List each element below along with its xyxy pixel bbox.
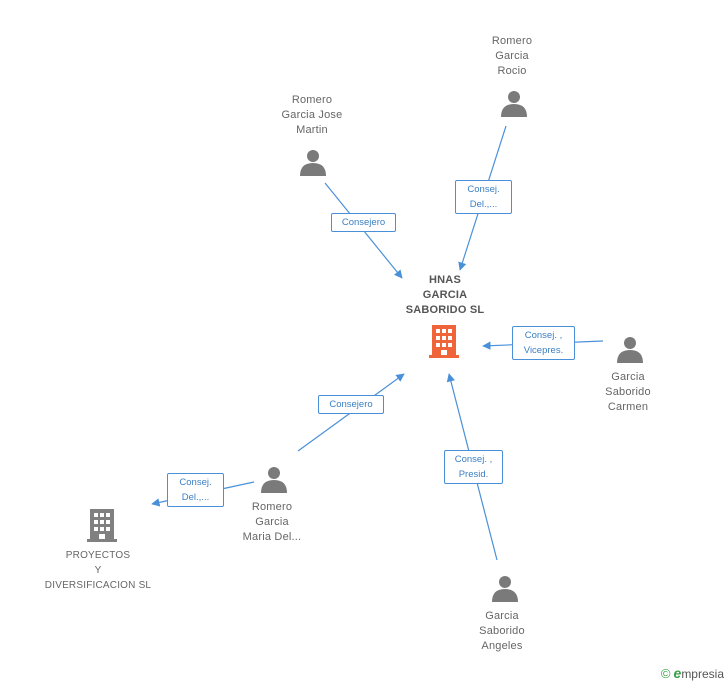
building-icon-center[interactable] — [429, 325, 459, 358]
company-name-line: PROYECTOS — [65, 550, 131, 561]
center-company-name-line: HNAS — [429, 274, 461, 286]
person-name-line: Angeles — [481, 640, 523, 652]
person-name-line: Rocio — [497, 65, 527, 77]
edge-label-maria-proyectos[interactable]: Consej. Del.,... — [167, 473, 224, 507]
person-name-line: Carmen — [607, 401, 649, 413]
edge-label-carmen[interactable]: Consej. , Vicepres. — [512, 326, 575, 360]
edge-label-line: Consej. , — [524, 330, 563, 341]
person-icon-carmen[interactable] — [617, 337, 643, 363]
person-icon-angeles[interactable] — [492, 576, 518, 602]
edge-label-maria-center[interactable]: Consejero — [318, 395, 384, 414]
person-name-line: Romero — [291, 94, 333, 106]
company-label-proyectos[interactable]: PROYECTOS Y DIVERSIFICACION SL — [28, 548, 168, 593]
edge-label-line: Consej. , — [454, 454, 493, 465]
brand-logo-text: mpresia — [681, 667, 724, 681]
person-name-line: Garcia Jose — [281, 109, 343, 121]
company-name-line: DIVERSIFICACION SL — [44, 580, 152, 591]
person-label-jose-martin[interactable]: Romero Garcia Jose Martin — [262, 93, 362, 138]
person-icon-rocio[interactable] — [501, 91, 527, 117]
edge-label-line: Consej. — [467, 184, 500, 195]
person-name-line: Saborido — [605, 386, 651, 398]
copyright-icon: © — [660, 666, 671, 681]
center-company-name-line: GARCIA — [422, 289, 468, 301]
edge-label-line: Vicepres. — [523, 345, 564, 356]
person-icon-jose-martin[interactable] — [300, 150, 326, 176]
person-label-angeles[interactable]: Garcia Saborido Angeles — [459, 609, 545, 654]
center-company-name-line: SABORIDO SL — [405, 304, 485, 316]
person-name-line: Garcia — [495, 50, 529, 62]
edge-label-line: Presid. — [458, 469, 489, 480]
person-name-line: Saborido — [479, 625, 525, 637]
person-icon-maria[interactable] — [261, 467, 287, 493]
edge-label-line: Del.,... — [469, 199, 498, 210]
person-name-line: Maria Del... — [242, 531, 302, 543]
edge-label-angeles[interactable]: Consej. , Presid. — [444, 450, 503, 484]
edge-label-line: Consejero — [341, 217, 386, 228]
edge-label-rocio[interactable]: Consej. Del.,... — [455, 180, 512, 214]
person-name-line: Garcia — [611, 371, 645, 383]
center-company-name[interactable]: HNAS GARCIA SABORIDO SL — [390, 273, 500, 318]
person-label-carmen[interactable]: Garcia Saborido Carmen — [585, 370, 671, 415]
person-label-maria[interactable]: Romero Garcia Maria Del... — [224, 500, 320, 545]
brand-watermark[interactable]: ©empresia — [661, 665, 724, 681]
brand-logo-initial: e — [673, 665, 682, 681]
person-label-rocio[interactable]: Romero Garcia Rocio — [469, 34, 555, 79]
building-icon-proyectos[interactable] — [87, 509, 117, 542]
edge-label-line: Consej. — [179, 477, 212, 488]
edge-label-line: Del.,... — [181, 492, 210, 503]
person-name-line: Martin — [296, 124, 328, 136]
edge-label-line: Consejero — [329, 399, 373, 410]
person-name-line: Romero — [491, 35, 533, 47]
person-name-line: Romero — [251, 501, 293, 513]
person-name-line: Garcia — [485, 610, 519, 622]
edge-label-jose-martin[interactable]: Consejero — [331, 213, 396, 232]
company-name-line: Y — [94, 565, 102, 576]
person-name-line: Garcia — [255, 516, 289, 528]
